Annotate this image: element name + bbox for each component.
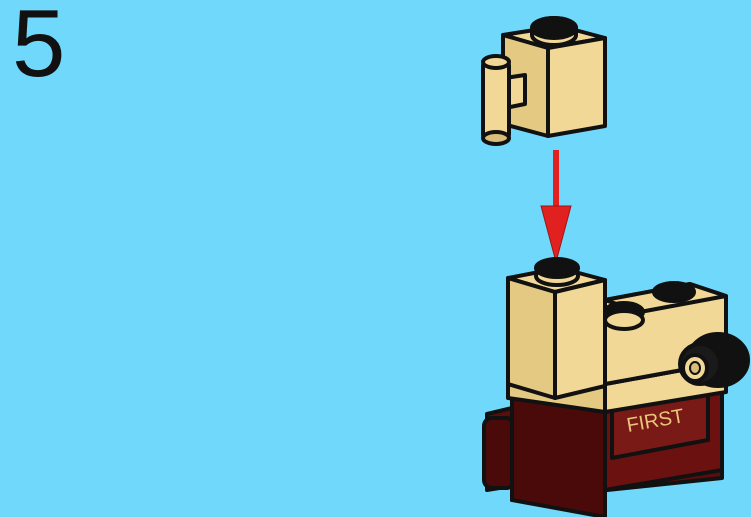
tan-brick-1x1-with-clip-icon [483, 18, 605, 144]
assembled-model-icon [484, 259, 748, 517]
down-arrow-icon [541, 150, 571, 262]
